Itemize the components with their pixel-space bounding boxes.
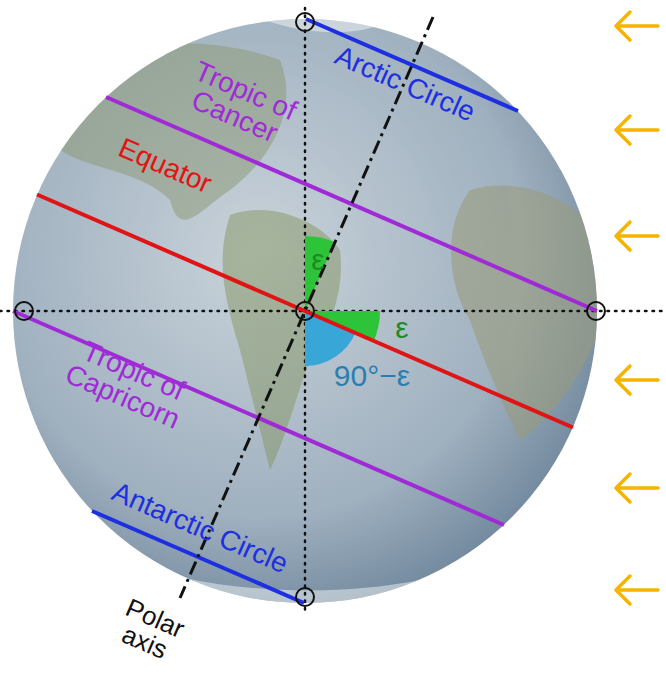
axis-label: Polar axis <box>103 590 197 670</box>
angle-label: 90°−ε <box>302 361 442 391</box>
complement-angle-wedge <box>305 311 355 366</box>
reference-points <box>15 13 605 606</box>
angle-label: ε <box>298 245 338 275</box>
sunlight-arrows <box>616 12 658 604</box>
continents <box>40 0 600 676</box>
tropic-line <box>106 97 597 311</box>
angle-label: ε <box>382 313 422 343</box>
